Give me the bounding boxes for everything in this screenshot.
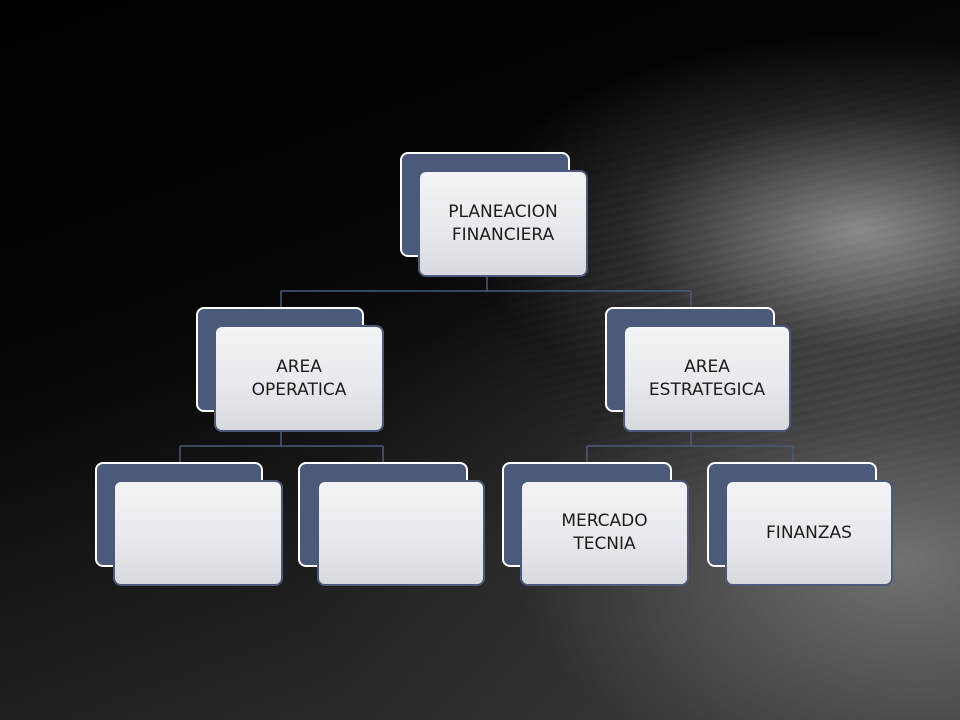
- connector-left: [179, 431, 384, 463]
- node-label: FINANZAS: [725, 480, 893, 586]
- node-label: [113, 480, 283, 586]
- node-label: AREA ESTRATEGICA: [623, 325, 791, 432]
- node-label: PLANEACION FINANCIERA: [418, 170, 588, 277]
- connector-root: [280, 277, 692, 308]
- node-label: [317, 480, 485, 586]
- node-label: AREA OPERATICA: [214, 325, 384, 432]
- connector-right: [586, 431, 794, 463]
- node-label: MERCADO TECNIA: [520, 480, 689, 586]
